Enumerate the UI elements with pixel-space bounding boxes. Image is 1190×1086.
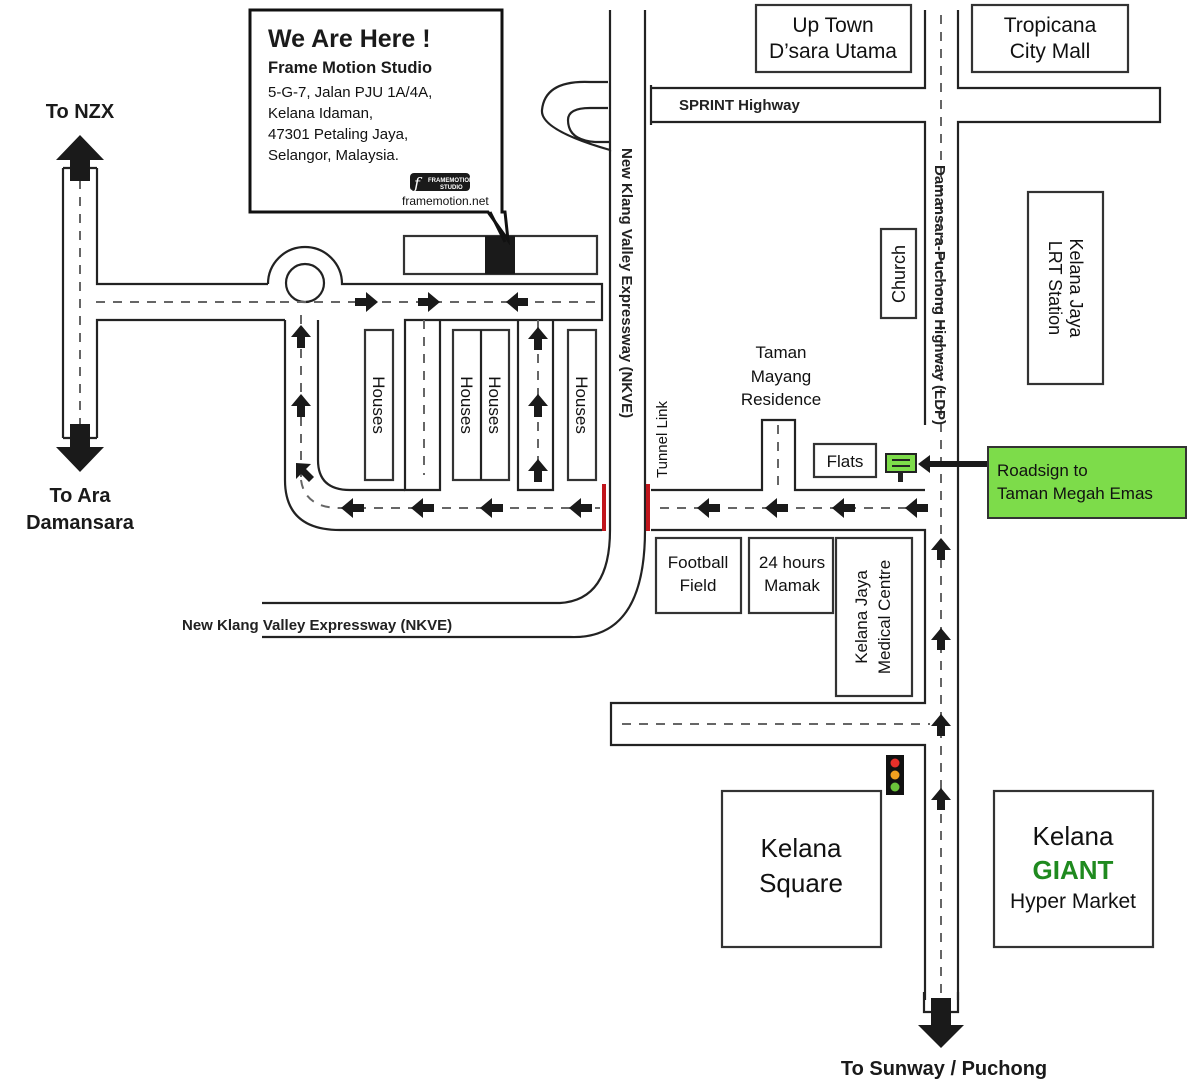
giant-label-3: Hyper Market bbox=[1010, 890, 1136, 913]
left-road bbox=[61, 166, 285, 440]
callout-website: framemotion.net bbox=[402, 194, 489, 208]
houses-block-3 bbox=[566, 328, 598, 482]
taman-label-2: Mayang bbox=[751, 367, 811, 386]
logo-text-2: STUDIO bbox=[440, 185, 463, 191]
houses-label-2: Houses bbox=[457, 376, 476, 434]
arrow-right-icon bbox=[418, 292, 440, 312]
traffic-arrows-ldp bbox=[697, 498, 951, 810]
arrow-up-icon bbox=[528, 459, 548, 482]
callout-address-1: 5-G-7, Jalan PJU 1A/4A, bbox=[268, 84, 432, 101]
houses-label-4: Houses bbox=[572, 376, 591, 434]
arrow-down-ara-icon bbox=[56, 424, 104, 472]
giant-label-2: GIANT bbox=[1033, 855, 1114, 885]
houses-label-3: Houses bbox=[485, 376, 504, 434]
uptown-label-1: Up Town bbox=[792, 14, 873, 37]
tropicana-label-2: City Mall bbox=[1010, 40, 1091, 63]
direction-sunway: To Sunway / Puchong bbox=[841, 1058, 1047, 1080]
medical-box bbox=[834, 536, 914, 698]
football-label-2: Field bbox=[680, 576, 717, 595]
mamak-box bbox=[747, 536, 835, 615]
roadsign-callout-line-2: Taman Megah Emas bbox=[997, 484, 1153, 503]
tunnel-link-road bbox=[609, 15, 942, 1000]
traffic-light-icon bbox=[886, 755, 904, 795]
ldp-label: Damansara-Puchong Highway (LDP) bbox=[931, 165, 948, 425]
arrow-up-icon bbox=[931, 714, 951, 736]
medical-label-2: Medical Centre bbox=[875, 560, 894, 674]
flats-label: Flats bbox=[827, 452, 864, 471]
houses-block-1 bbox=[363, 328, 395, 482]
callout-address-4: Selangor, Malaysia. bbox=[268, 147, 399, 164]
roadsign-callout-line-1: Roadsign to bbox=[997, 461, 1088, 480]
mamak-label-1: 24 hours bbox=[759, 553, 825, 572]
arrow-up-icon bbox=[528, 327, 548, 350]
arrow-up-icon bbox=[931, 628, 951, 650]
arrow-down-sunway-icon bbox=[918, 998, 964, 1048]
taman-label-3: Residence bbox=[741, 390, 821, 409]
medical-label-1: Kelana Jaya bbox=[852, 570, 871, 664]
sprint-label: SPRINT Highway bbox=[679, 97, 801, 114]
traffic-arrows-residential bbox=[291, 292, 592, 518]
giant-box bbox=[992, 789, 1155, 949]
uptown-label-2: D’sara Utama bbox=[769, 40, 897, 63]
arrow-up-icon bbox=[291, 325, 311, 348]
church-box bbox=[879, 227, 918, 320]
arrow-left-icon bbox=[480, 498, 503, 518]
arrow-up-diag-icon bbox=[296, 463, 314, 482]
studio-location-marker bbox=[485, 236, 515, 274]
arrow-left-icon bbox=[905, 498, 928, 518]
football-box bbox=[654, 536, 743, 615]
football-label-1: Football bbox=[668, 553, 728, 572]
lrt-label-2: LRT Station bbox=[1045, 241, 1065, 335]
nkve-vertical-label: New Klang Valley Expressway (NKVE) bbox=[618, 148, 635, 418]
giant-label-1: Kelana bbox=[1033, 821, 1114, 851]
houses-label-1: Houses bbox=[369, 376, 388, 434]
arrow-left-icon bbox=[506, 292, 528, 312]
kelana-square-label-1: Kelana bbox=[761, 833, 842, 863]
uptown-box bbox=[754, 3, 913, 74]
taman-label-1: Taman bbox=[755, 343, 806, 362]
arrow-left-icon bbox=[697, 498, 720, 518]
mamak-label-2: Mamak bbox=[764, 576, 820, 595]
direction-nzx: To NZX bbox=[46, 101, 115, 123]
ldp-bottom-stub bbox=[922, 992, 960, 1014]
nkve-road bbox=[262, 10, 653, 639]
church-label: Church bbox=[889, 245, 909, 303]
residential-roads bbox=[266, 245, 604, 532]
arrow-up-icon bbox=[931, 538, 951, 560]
arrow-up-icon bbox=[528, 394, 548, 417]
callout-company: Frame Motion Studio bbox=[268, 59, 432, 77]
flats-box bbox=[812, 442, 878, 479]
arrow-left-icon bbox=[765, 498, 788, 518]
lrt-box bbox=[1026, 190, 1105, 386]
arrow-left-icon bbox=[341, 498, 364, 518]
direction-ara-1: To Ara bbox=[49, 485, 111, 507]
roadsign-callout-box bbox=[987, 446, 1187, 519]
logo-text-1: FRAMEMOTION bbox=[428, 178, 473, 184]
kelana-square-box bbox=[720, 789, 883, 949]
callout-address-3: 47301 Petaling Jaya, bbox=[268, 126, 408, 143]
sprint-highway bbox=[651, 10, 1162, 1000]
kelana-square-label-2: Square bbox=[759, 868, 843, 898]
pointer-arrow-icon bbox=[918, 455, 988, 473]
arrow-left-icon bbox=[569, 498, 592, 518]
nkve-horizontal-label: New Klang Valley Expressway (NKVE) bbox=[182, 617, 452, 634]
lrt-label-1: Kelana Jaya bbox=[1066, 238, 1086, 338]
arrow-left-icon bbox=[832, 498, 855, 518]
arrow-up-nzx-icon bbox=[56, 135, 104, 181]
callout-headline: We Are Here ! bbox=[268, 25, 431, 53]
arrow-up-icon bbox=[291, 394, 311, 417]
arrow-up-icon bbox=[931, 788, 951, 810]
roadsign-icon bbox=[885, 453, 917, 473]
direction-ara-2: Damansara bbox=[26, 512, 135, 534]
callout-address-2: Kelana Idaman, bbox=[268, 105, 373, 122]
tunnel-link-label: Tunnel Link bbox=[654, 401, 671, 478]
we-are-here-callout bbox=[248, 8, 511, 246]
arrow-left-icon bbox=[411, 498, 434, 518]
arrow-right-icon bbox=[355, 292, 378, 312]
tropicana-box bbox=[970, 3, 1130, 74]
tropicana-label-1: Tropicana bbox=[1004, 14, 1097, 37]
